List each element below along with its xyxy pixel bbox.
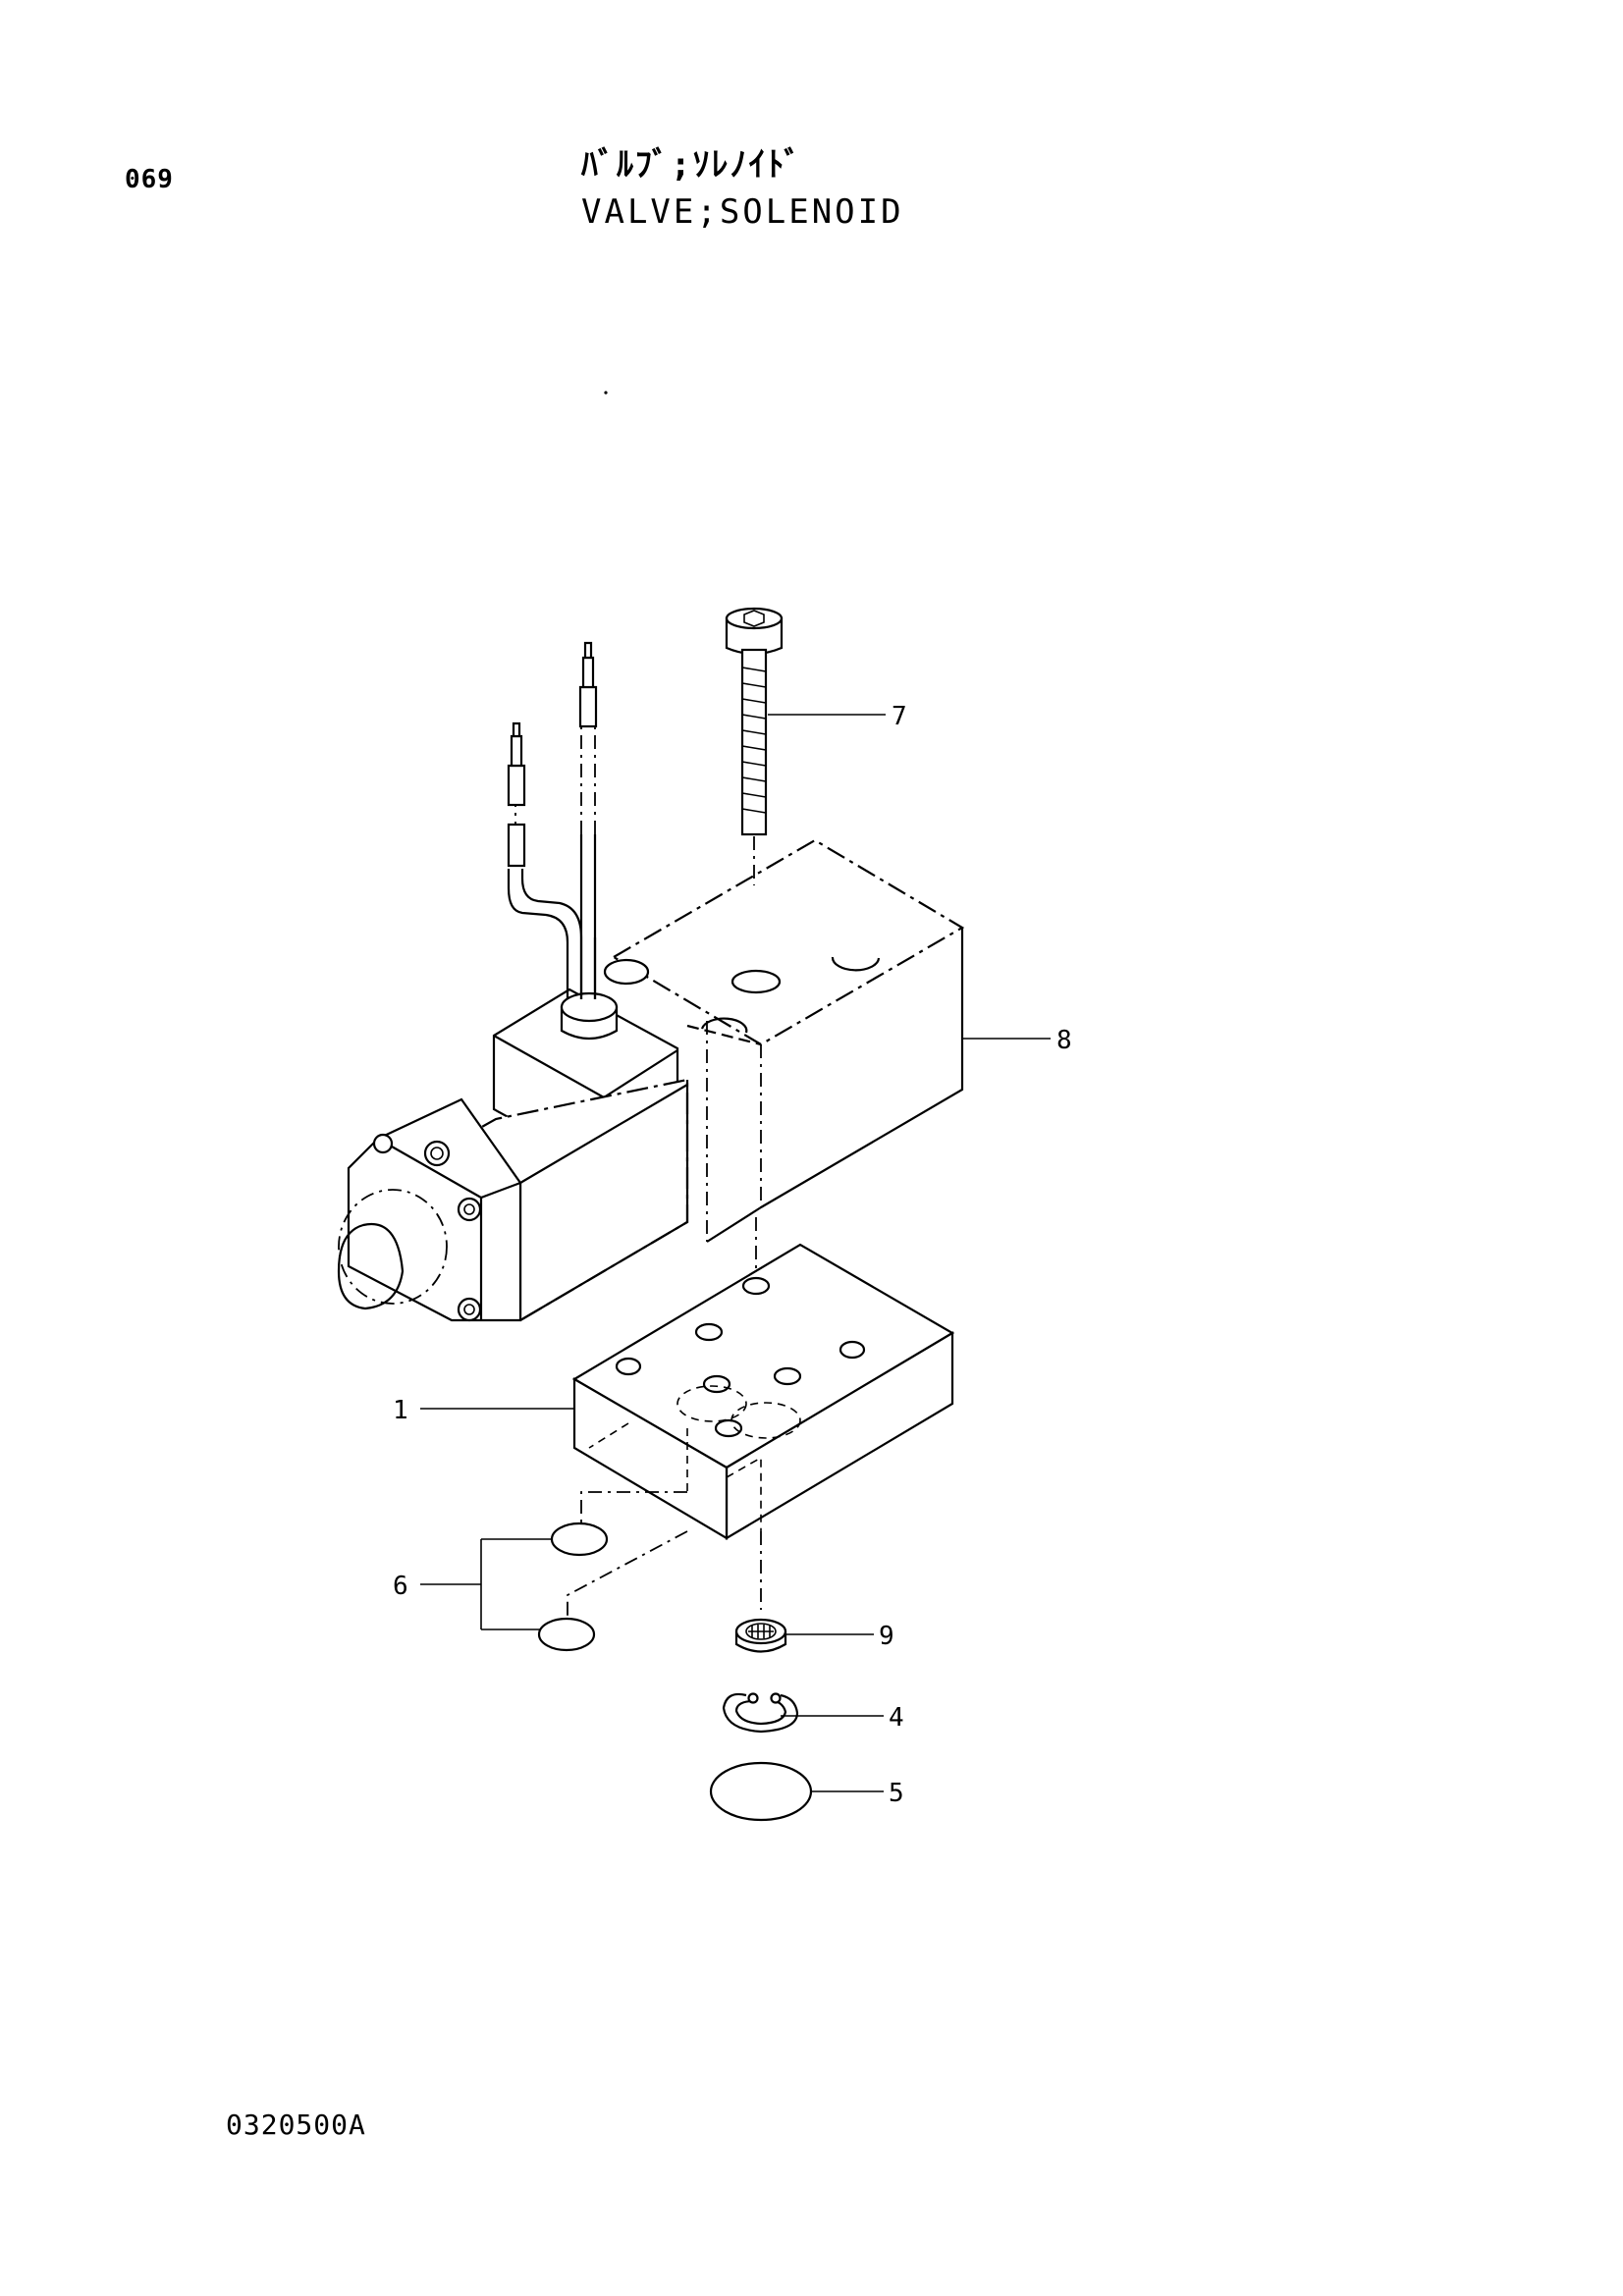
part-9-filter: [734, 1618, 787, 1653]
part-6-o-rings: [537, 1522, 609, 1652]
drawing-code: 0320500A: [226, 2109, 366, 2141]
part-7-bolt: [725, 607, 784, 885]
callout-6: 6: [393, 1572, 408, 1601]
callout-7: 7: [892, 702, 907, 731]
part-4-snap-ring: [722, 1692, 799, 1734]
title-english: VALVE;SOLENOID: [581, 192, 904, 232]
leader-lines: [420, 714, 1051, 1792]
callout-8: 8: [1056, 1026, 1072, 1055]
page-number: 069: [125, 165, 174, 194]
callout-4: 4: [889, 1703, 904, 1733]
callout-9: 9: [879, 1622, 894, 1651]
part-5-o-ring: [709, 1761, 813, 1822]
callout-5: 5: [889, 1779, 904, 1808]
callout-1: 1: [393, 1396, 408, 1425]
part-1-subplate: [571, 1243, 955, 1540]
part-8-valve-body: [337, 641, 965, 1322]
title-japanese: ﾊﾞﾙﾌﾞ;ｿﾚﾉｲﾄﾞ: [581, 145, 803, 185]
